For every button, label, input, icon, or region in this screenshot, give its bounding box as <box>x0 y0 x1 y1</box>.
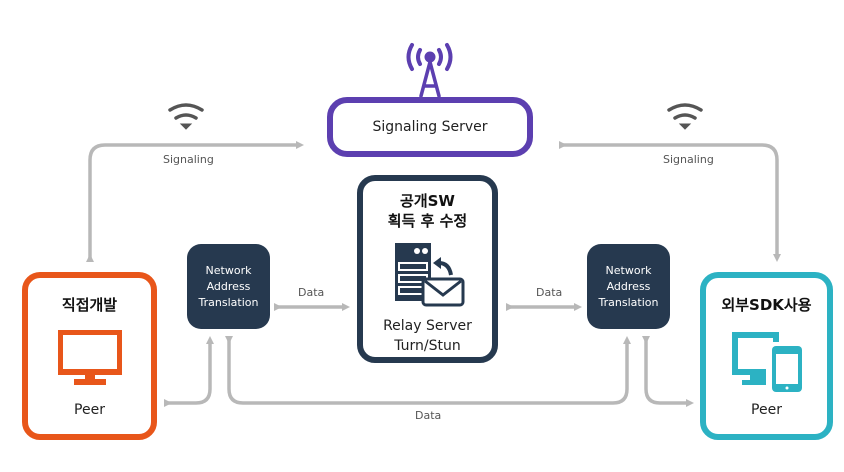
data-label-right: Data <box>536 286 563 299</box>
data-arrow-bottom <box>225 336 631 405</box>
data-label-left: Data <box>298 286 325 299</box>
relay-server-label: Relay Server Turn/Stun <box>383 318 472 354</box>
nat-box-right: Network Address Translation <box>587 244 670 329</box>
radio-tower-icon <box>406 43 453 98</box>
desktop-monitor-icon <box>57 330 122 385</box>
peer-right-title: 외부SDK사용 <box>721 296 812 314</box>
wifi-icon-left <box>168 103 204 130</box>
signaling-arrow-right <box>559 141 781 262</box>
peer-box-right: 외부SDK사용 Peer <box>700 272 833 440</box>
relay-server-title: 공개SW 획득 후 수정 <box>387 192 468 230</box>
wifi-icon-right <box>667 103 703 130</box>
nat-box-left: Network Address Translation <box>187 244 270 329</box>
server-mail-icon <box>395 243 465 307</box>
relay-server-box: 공개SW 획득 후 수정 Relay Server Turn/Stun <box>357 175 498 363</box>
data-arrow-nat-peer-right <box>642 336 694 407</box>
peer-left-label: Peer <box>74 402 105 418</box>
desktop-mobile-icon <box>731 332 802 392</box>
signaling-server-box: Signaling Server <box>327 97 533 157</box>
peer-box-left: 직접개발 Peer <box>22 272 157 440</box>
signaling-label-right: Signaling <box>663 153 714 166</box>
peer-left-title: 직접개발 <box>61 296 118 314</box>
data-arrow-peer-left-nat <box>164 336 214 407</box>
peer-right-label: Peer <box>751 402 782 418</box>
signaling-arrow-left <box>86 141 304 262</box>
data-label-bottom: Data <box>415 409 442 422</box>
signaling-server-label: Signaling Server <box>372 119 488 135</box>
signaling-label-left: Signaling <box>163 153 214 166</box>
